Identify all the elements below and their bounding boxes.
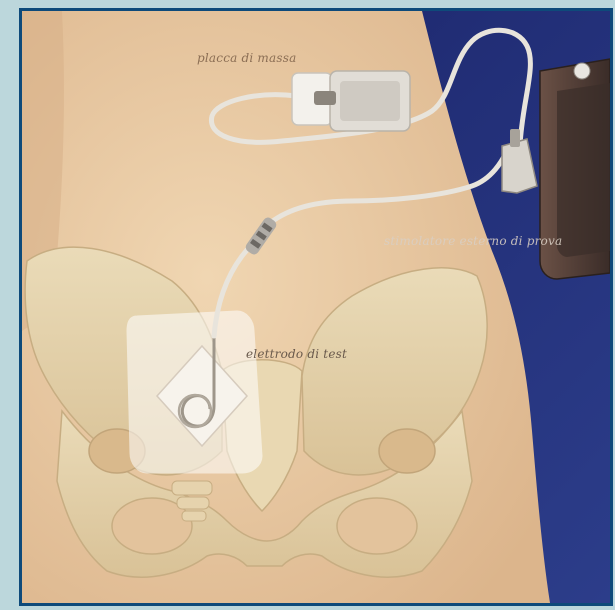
stimulator-label: stimolatore esterno di prova (384, 234, 562, 248)
electrode-label: elettrodo di test (246, 347, 347, 361)
image-frame: placca di massa stimolatore esterno di p… (19, 8, 613, 606)
pelvis-illustration (22, 11, 610, 603)
test-electrode (127, 311, 262, 473)
ground-plate (292, 71, 410, 131)
ground-plate-label: placca di massa (197, 51, 296, 65)
illustration: placca di massa stimolatore esterno di p… (22, 11, 610, 603)
